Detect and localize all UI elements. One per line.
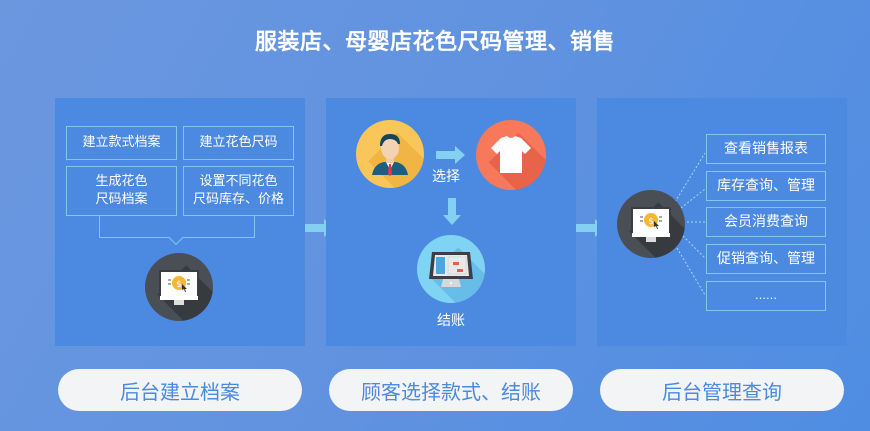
select-label: 选择 — [432, 169, 460, 185]
item-sales-report: 查看销售报表 — [706, 134, 826, 164]
svg-text:$: $ — [648, 217, 654, 227]
flow-arrow-1 — [305, 219, 334, 237]
arrow-to-shirt — [436, 146, 465, 164]
panel-create-archive: 建立款式档案 建立花色尺码 生成花色 尺码档案 设置不同花色 尺码库存、价格 $ — [55, 98, 305, 346]
arrow-to-checkout — [443, 198, 461, 225]
footer-customer-checkout: 顾客选择款式、结账 — [329, 369, 573, 411]
customer-icon — [356, 120, 424, 188]
box-generate-archive: 生成花色 尺码档案 — [66, 166, 177, 216]
pos-terminal-icon — [417, 235, 485, 303]
box-style-archive: 建立款式档案 — [66, 126, 177, 160]
checkout-label: 结账 — [437, 313, 465, 329]
item-more: …… — [706, 281, 826, 311]
computer-coin-icon: $ — [617, 190, 685, 258]
svg-text:$: $ — [176, 280, 182, 290]
connector-lines — [674, 152, 706, 296]
item-member-spending: 会员消费查询 — [706, 207, 826, 237]
footer-create-archive: 后台建立档案 — [58, 369, 302, 411]
panel-customer-checkout: 选择 结账 — [326, 98, 576, 346]
tshirt-icon — [476, 120, 546, 190]
flow-arrow-2 — [576, 219, 605, 237]
footer-backend-query: 后台管理查询 — [600, 369, 844, 411]
page-title: 服装店、母婴店花色尺码管理、销售 — [254, 30, 615, 55]
box-set-stock-price: 设置不同花色 尺码库存、价格 — [183, 166, 294, 216]
computer-coin-icon: $ — [145, 253, 213, 321]
item-promotion-manage: 促销查询、管理 — [706, 244, 826, 274]
item-inventory-manage: 库存查询、管理 — [706, 171, 826, 201]
panel-backend-query: $ 查看销售报表 库存查询、管理 会员消费查询 促销查询、管理 …… — [597, 98, 847, 346]
box-color-size: 建立花色尺码 — [183, 126, 294, 160]
